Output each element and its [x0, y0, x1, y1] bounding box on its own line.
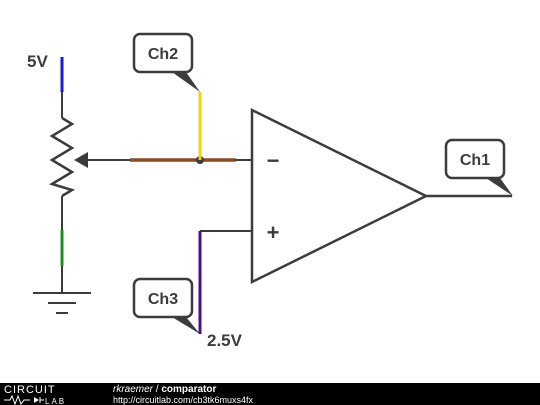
supply-voltage-label: 5V — [27, 52, 48, 71]
ground-symbol — [33, 292, 91, 314]
title-separator: / — [153, 384, 162, 395]
ch2-probe-tag: Ch2 — [132, 32, 200, 92]
svg-text:LAB: LAB — [45, 397, 66, 405]
wiper-arrow — [74, 152, 88, 168]
potentiometer — [48, 116, 76, 198]
footer-title: rkraemer / comparator — [113, 384, 216, 395]
ch1-probe-tag: Ch1 — [444, 138, 513, 196]
noninverting-input-sign: + — [267, 220, 280, 245]
svg-text:CIRCUIT: CIRCUIT — [4, 384, 56, 396]
ch1-label: Ch1 — [460, 152, 490, 169]
ch2-label: Ch2 — [148, 46, 178, 63]
inverting-input-sign: − — [267, 148, 280, 173]
circuit-title[interactable]: comparator — [161, 384, 217, 395]
author-name[interactable]: rkraemer — [113, 384, 154, 395]
circuit-url[interactable]: http://circuitlab.com/cb3tk6muxs4fx — [113, 395, 254, 405]
circuitlab-logo[interactable]: CIRCUIT LAB — [4, 383, 94, 405]
comparator-opamp — [250, 107, 429, 285]
reference-voltage-label: 2.5V — [207, 331, 243, 350]
ch3-label: Ch3 — [148, 291, 178, 308]
footer-bar: CIRCUIT LAB rkraemer / comparator http:/… — [0, 383, 540, 405]
ch3-probe-tag: Ch3 — [132, 277, 200, 334]
schematic-canvas: 5V Ch2 C — [27, 32, 513, 350]
